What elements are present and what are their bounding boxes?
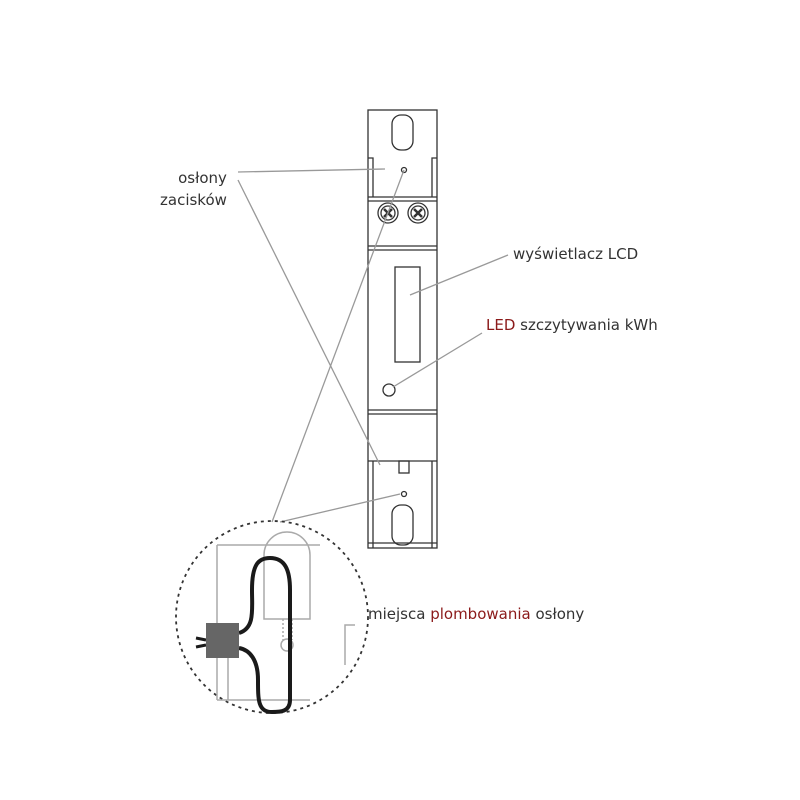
- seal-highlight: plombowania: [430, 605, 531, 623]
- seal-detail-magnifier: [175, 520, 369, 715]
- top-terminal-slot: [391, 114, 414, 151]
- bottom-seal-hole: [400, 490, 408, 498]
- led-rest: szczytywania kWh: [515, 316, 658, 334]
- screw-icon: [407, 202, 429, 224]
- lcd-display-label: wyświetlacz LCD: [513, 245, 639, 263]
- led-prefix: LED: [486, 316, 516, 334]
- terminal-covers-label: osłony zacisków: [160, 167, 227, 211]
- top-seal-hole: [400, 166, 408, 174]
- led-label: LED szczytywania kWh: [486, 316, 658, 334]
- lcd-window: [394, 266, 421, 363]
- top-cover-step: [368, 157, 437, 197]
- label-line: osłony: [178, 169, 227, 187]
- seal-locations-label: miejsca plombowania osłony: [368, 605, 584, 623]
- led-indicator: [382, 383, 396, 397]
- bottom-cover-step: [372, 461, 433, 548]
- leader-lines: [237, 168, 509, 523]
- bottom-terminal-slot: [391, 504, 414, 546]
- label-line: zacisków: [160, 191, 227, 209]
- seal-prefix: miejsca: [368, 605, 431, 623]
- seal-rest: osłony: [530, 605, 585, 623]
- meter-body: [367, 109, 438, 549]
- seal-block: [206, 623, 239, 658]
